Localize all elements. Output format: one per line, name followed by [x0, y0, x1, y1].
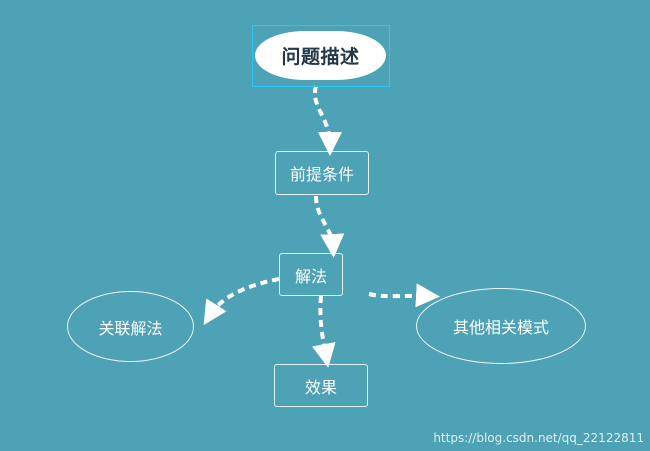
- edge-solution-to-effect: [311, 295, 336, 368]
- node-effect-label: 效果: [304, 377, 337, 397]
- edge-title-to-preconditions: [312, 85, 342, 156]
- edge-solution-to-other: [368, 283, 440, 308]
- node-effect[interactable]: 效果: [274, 364, 368, 407]
- node-solution-label: 解法: [294, 266, 327, 286]
- watermark-text: https://blog.csdn.net/qq_22122811: [433, 431, 644, 445]
- node-related-solutions-label: 关联解法: [98, 318, 163, 338]
- node-other-patterns[interactable]: 其他相关模式: [416, 288, 586, 364]
- node-other-patterns-label: 其他相关模式: [452, 318, 549, 337]
- title-node: 问题描述: [255, 31, 386, 80]
- edge-preconditions-to-solution: [314, 195, 345, 258]
- title-node-frame[interactable]: 问题描述: [252, 25, 390, 87]
- node-preconditions[interactable]: 前提条件: [275, 151, 369, 195]
- node-preconditions-label: 前提条件: [289, 165, 354, 184]
- edge-solution-to-related: [203, 277, 280, 326]
- node-related-solutions[interactable]: 关联解法: [67, 291, 194, 362]
- node-solution[interactable]: 解法: [279, 253, 343, 296]
